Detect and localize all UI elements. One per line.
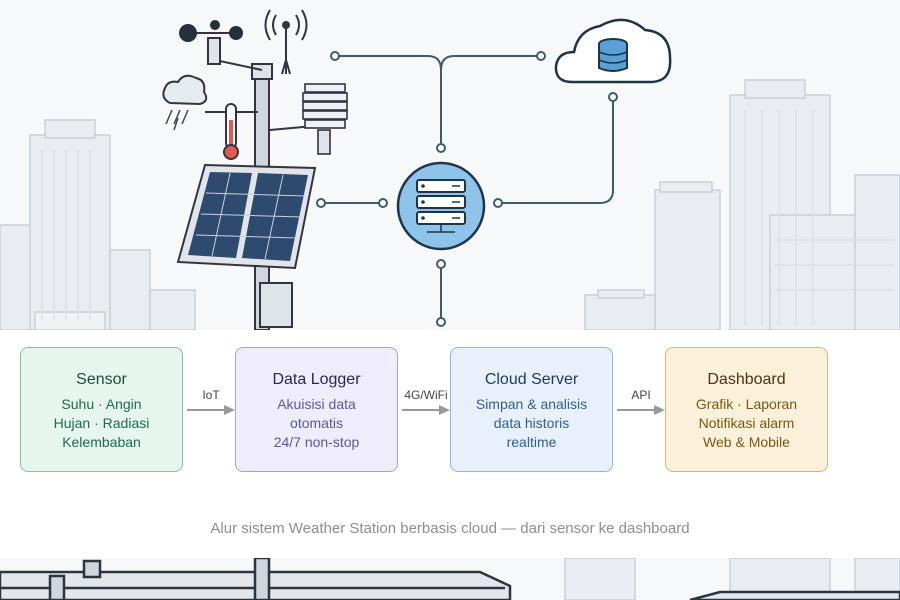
stage-cloud-server-title: Cloud Server — [484, 371, 579, 388]
thermometer-icon — [223, 103, 239, 160]
connector-label: 4G/WiFi — [404, 388, 448, 402]
stage-cloud-server: Cloud Server Simpan & analisis data hist… — [450, 347, 613, 472]
city-skyline-left — [0, 119, 196, 330]
connector-label: API — [631, 388, 651, 402]
cloud-database-icon — [554, 18, 672, 84]
stage-sensor-line: Hujan · Radiasi — [53, 415, 150, 431]
antenna-icon — [264, 9, 308, 75]
stage-sensor-line: Suhu · Angin — [61, 396, 142, 412]
stage-data-logger-line: Akuisisi data — [277, 396, 356, 412]
stage-sensor: Sensor Suhu · Angin Hujan · Radiasi Kele… — [20, 347, 183, 472]
rain-gauge-icon — [162, 74, 208, 131]
stage-data-logger-line: otomatis — [290, 415, 343, 431]
network-connectors — [321, 55, 614, 322]
stage-dashboard-title: Dashboard — [707, 371, 786, 388]
stage-dashboard-line: Notifikasi alarm — [698, 415, 795, 431]
stage-sensor-line: Kelembaban — [62, 434, 141, 450]
stage-dashboard: Dashboard Grafik · Laporan Notifikasi al… — [665, 347, 828, 472]
solar-panel-icon — [176, 163, 317, 328]
anemometer-icon — [179, 20, 243, 65]
stage-cloud-server-line: realtime — [506, 434, 557, 450]
arrow-right-icon — [617, 405, 665, 415]
flow-diagram: Sensor Suhu · Angin Hujan · Radiasi Kele… — [0, 330, 900, 558]
radiation-shield-icon — [302, 83, 348, 155]
weather-station-illustration — [0, 9, 900, 330]
stage-dashboard-line: Grafik · Laporan — [695, 396, 798, 412]
connector-iot: IoT — [186, 388, 236, 425]
stage-cloud-server-line: data historis — [493, 415, 570, 431]
rooftop-illustration — [0, 558, 900, 600]
stage-data-logger-line: 24/7 non-stop — [273, 434, 360, 450]
arrow-right-icon — [187, 405, 235, 415]
stage-cloud-server-line: Simpan & analisis — [475, 396, 588, 412]
connector-api: API — [616, 388, 666, 425]
stage-sensor-title: Sensor — [76, 371, 127, 388]
diagram-caption: Alur sistem Weather Station berbasis clo… — [210, 520, 690, 537]
stage-data-logger: Data Logger Akuisisi data otomatis 24/7 … — [235, 347, 398, 472]
connector-label: IoT — [202, 388, 220, 402]
arrow-right-icon — [402, 405, 450, 415]
data-logger-hub-icon — [396, 161, 486, 251]
connector-4g-wifi: 4G/WiFi — [401, 388, 451, 425]
stage-data-logger-title: Data Logger — [272, 371, 361, 388]
stage-dashboard-line: Web & Mobile — [703, 434, 790, 450]
